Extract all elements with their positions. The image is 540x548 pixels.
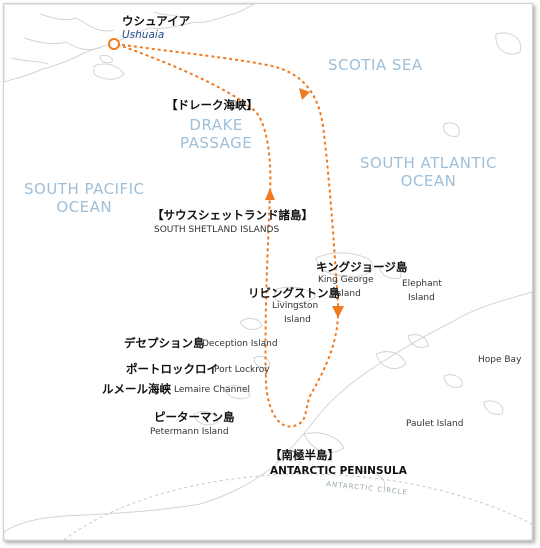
peninsula-en-label: ANTARCTIC PENINSULA <box>270 465 407 477</box>
south-pacific-line1: SOUTH PACIFIC <box>24 180 145 198</box>
deception-jp-label: デセプション島 <box>124 336 205 350</box>
south-atlantic-line1: SOUTH ATLANTIC <box>360 154 498 172</box>
antarctic-circle-label: ANTARCTIC CIRCLE <box>326 480 408 497</box>
scotia-islands-land <box>93 32 522 137</box>
drake-jp-label: 【ドレーク海峡】 <box>166 98 258 112</box>
shetland-en-label: SOUTH SHETLAND ISLANDS <box>154 225 280 235</box>
port-lockroy-jp-label: ポートロックロイ <box>126 362 218 376</box>
livingston-en-label2: Island <box>284 315 311 325</box>
king-george-en-label2: Island <box>334 289 361 299</box>
elephant-en-label1: Elephant <box>402 279 442 289</box>
south-pacific-line2: OCEAN <box>56 198 113 216</box>
antarctic-circle-line <box>63 473 532 540</box>
deception-en-label: Deception Island <box>202 339 278 349</box>
livingston-en-label1: Livingston <box>272 301 319 311</box>
shetland-jp-label: 【サウスシェットランド諸島】 <box>152 208 313 222</box>
peninsula-land <box>4 291 532 540</box>
petermann-jp-label: ピーターマン島 <box>154 410 235 424</box>
south-pacific-label: SOUTH PACIFIC OCEAN <box>24 180 145 216</box>
scotia-sea-label: SCOTIA SEA <box>328 56 423 74</box>
route-arrow-east <box>299 88 310 100</box>
livingston-jp-label: リビングストン島 <box>248 286 340 300</box>
tierra-del-fuego-land <box>4 4 255 83</box>
map-canvas: ANTARCTIC CIRCLE <box>4 4 532 540</box>
lemaire-jp-label: ルメール海峡 <box>102 382 171 396</box>
king-george-en-label1: King George <box>318 275 374 285</box>
drake-passage-line2: PASSAGE <box>180 134 253 152</box>
ushuaia-en-label: Ushuaia <box>122 29 165 41</box>
route-arrow-north <box>265 188 275 200</box>
south-atlantic-label: SOUTH ATLANTIC OCEAN <box>360 154 497 190</box>
peninsula-jp-label: 【南極半島】 <box>270 448 339 462</box>
ushuaia-jp-label: ウシュアイア <box>122 14 191 28</box>
elephant-en-label2: Island <box>408 293 435 303</box>
drake-passage-line1: DRAKE <box>189 116 243 134</box>
petermann-en-label: Petermann Island <box>150 427 229 437</box>
paulet-island-label: Paulet Island <box>406 419 464 429</box>
south-atlantic-line2: OCEAN <box>400 172 457 190</box>
lemaire-en-label: Lemaire Channel <box>174 385 251 395</box>
ushuaia-marker <box>108 38 120 50</box>
shetland-islands-land <box>239 252 402 330</box>
drake-passage-label: DRAKE PASSAGE <box>180 116 252 152</box>
hope-bay-label: Hope Bay <box>478 355 522 365</box>
cruise-route <box>115 43 340 428</box>
route-arrow-south <box>332 306 344 318</box>
map-frame: ANTARCTIC CIRCLE SCOTIA SEA DRAKE PASSAG… <box>3 3 533 541</box>
king-george-jp-label: キングジョージ島 <box>316 260 408 274</box>
port-lockroy-en-label: Port Lockroy <box>214 365 270 375</box>
